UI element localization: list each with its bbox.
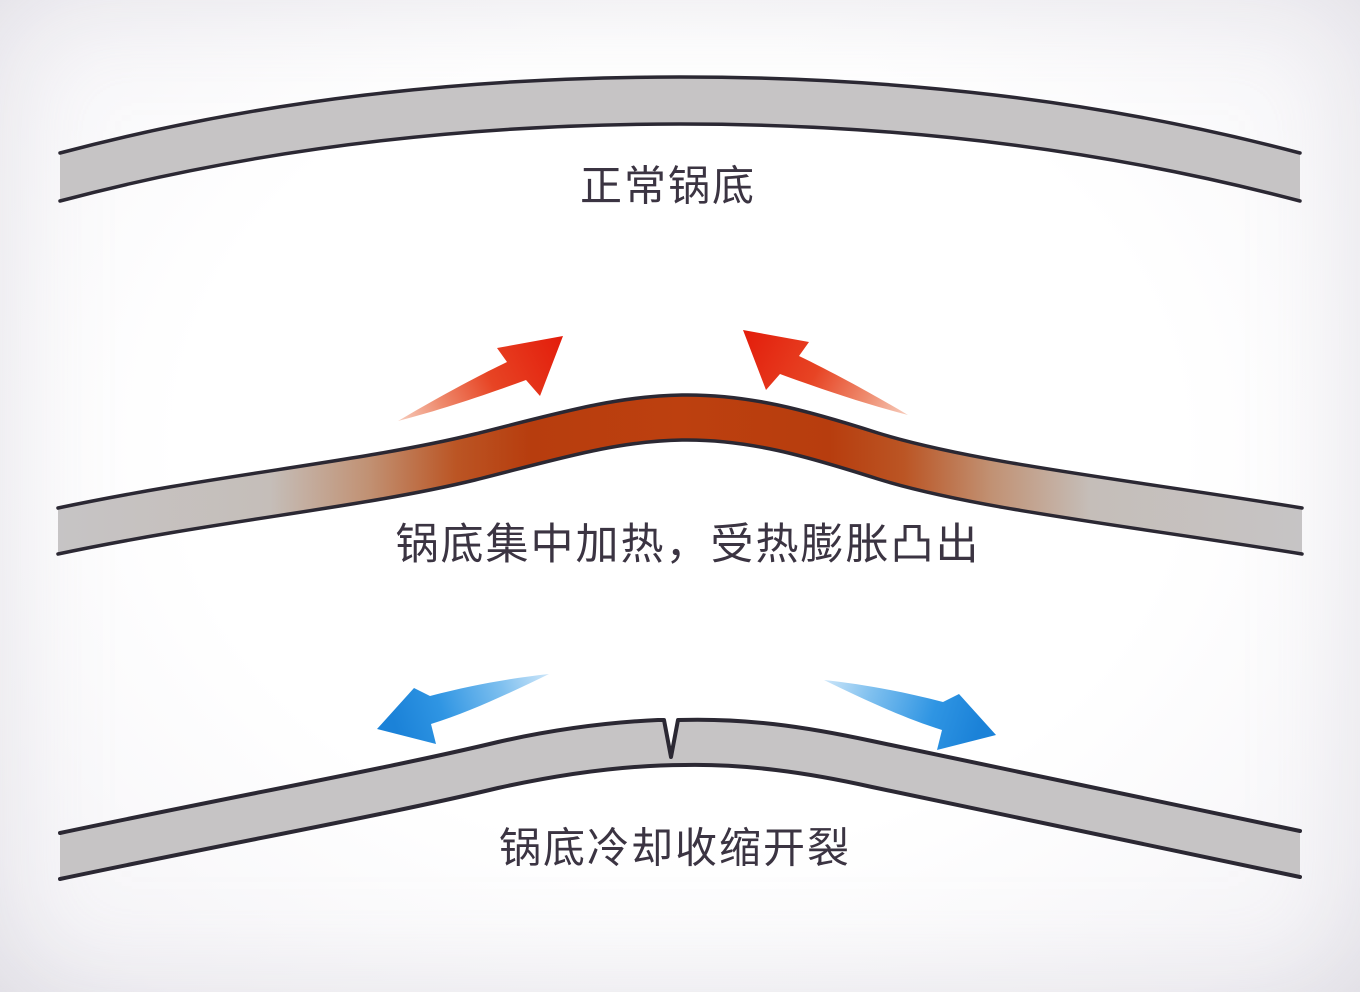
- cracked-pan-bottom-label: 锅底冷却收缩开裂: [498, 823, 852, 873]
- heated-pan-bottom-band: [56, 393, 1304, 556]
- normal-pan-bottom-band: [58, 75, 1302, 203]
- crack-notch: [58, 717, 1302, 835]
- expansion-arrow-up-left-icon: [398, 336, 563, 421]
- cracked-pan-bottom-band: [58, 717, 1302, 881]
- normal-pan-bottom-label: 正常锅底: [579, 161, 757, 211]
- heated-pan-bottom-label: 锅底集中加热，受热膨胀凸出: [395, 520, 981, 570]
- contraction-arrow-left-icon: [377, 674, 549, 744]
- expansion-arrow-up-right-icon: [743, 330, 908, 415]
- contraction-arrow-right-icon: [824, 680, 996, 750]
